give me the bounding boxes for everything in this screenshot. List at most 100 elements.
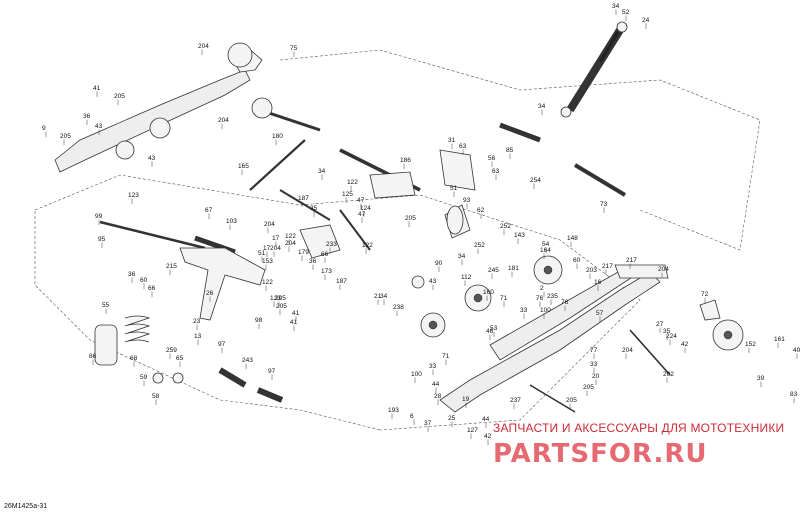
part-callout: 41 <box>290 319 298 331</box>
part-callout: 205 <box>405 215 416 227</box>
part-callout: 43 <box>148 155 156 167</box>
part-callout: 16 <box>594 279 602 291</box>
callout-number: 25 <box>448 415 456 422</box>
part-callout: 34 <box>380 293 388 305</box>
part-callout: 65 <box>176 355 184 367</box>
callout-number: 20 <box>592 373 600 380</box>
callout-number: 97 <box>268 368 276 375</box>
callout-number: 98 <box>255 317 263 324</box>
callout-number: 6 <box>410 413 414 420</box>
part-callout: 125 <box>342 191 353 203</box>
callout-number: 47 <box>358 211 366 218</box>
callout-number: 27 <box>656 321 664 328</box>
callout-number: 35 <box>663 328 671 335</box>
part-callout: 34 <box>318 168 326 180</box>
part-callout: 235 <box>547 293 558 305</box>
callout-number: 43 <box>95 123 103 130</box>
part-callout: 19 <box>462 396 470 408</box>
callout-number: 23 <box>193 318 201 325</box>
callout-number: 75 <box>290 45 298 52</box>
part-callout: 67 <box>205 207 213 219</box>
part-callout: 93 <box>463 197 471 209</box>
callout-number: 186 <box>400 157 411 164</box>
part-callout: 122 <box>262 279 273 291</box>
part-callout: 72 <box>701 291 709 303</box>
part-callout: 60 <box>140 277 148 289</box>
part-callout: 33 <box>520 307 528 319</box>
part-callout: 28 <box>434 393 442 405</box>
part-callout: 143 <box>514 232 525 244</box>
part-callout: 73 <box>600 201 608 213</box>
part-callout: 51 <box>258 250 266 262</box>
part-callout: 63 <box>459 143 467 155</box>
part-callout: 123 <box>128 192 139 204</box>
part-callout: 66 <box>321 251 329 263</box>
part-callout: 34 <box>612 3 620 15</box>
callout-number: 26 <box>206 290 214 297</box>
part-callout: 217 <box>626 257 637 269</box>
part-callout: 83 <box>790 391 798 403</box>
callout-number: 28 <box>434 393 442 400</box>
callout-number: 233 <box>326 241 337 248</box>
callout-number: 17 <box>272 235 280 242</box>
part-callout: 40 <box>793 347 800 359</box>
callout-number: 44 <box>482 416 490 423</box>
part-callout: 9 <box>42 125 47 137</box>
callout-number: 40 <box>793 347 800 354</box>
callout-number: 39 <box>757 375 765 382</box>
part-callout: 76 <box>536 295 544 307</box>
part-callout: 63 <box>492 168 500 180</box>
part-callout: 165 <box>238 163 249 175</box>
part-callout: 66 <box>148 285 156 297</box>
part-callout: 34 <box>458 253 466 265</box>
callout-number: 21 <box>374 293 382 300</box>
callout-number: 85 <box>506 147 514 154</box>
callout-number: 34 <box>612 3 620 10</box>
part-callout: 59 <box>140 374 148 386</box>
part-callout: 36 <box>309 258 317 270</box>
callout-number: 47 <box>357 197 365 204</box>
callout-number: 36 <box>309 258 317 265</box>
main-rail <box>439 264 721 413</box>
part-callout: 252 <box>474 242 485 254</box>
part-callout: 173 <box>321 268 332 280</box>
callout-number: 187 <box>336 278 347 285</box>
part-callout: 68 <box>130 355 138 367</box>
callout-number: 259 <box>166 347 177 354</box>
part-callout: 224 <box>666 333 677 345</box>
callout-number: 19 <box>462 396 470 403</box>
part-callout: 44 <box>482 416 490 428</box>
callout-number: 33 <box>520 307 528 314</box>
callout-number: 99 <box>95 213 103 220</box>
part-callout: 237 <box>510 397 521 409</box>
part-callout: 47 <box>358 211 366 223</box>
part-callout: 98 <box>255 317 263 329</box>
part-callout: 187 <box>298 195 309 207</box>
part-callout: 71 <box>442 353 450 365</box>
callout-number: 90 <box>435 260 443 267</box>
callout-number: 123 <box>270 295 281 302</box>
callout-number: 72 <box>701 291 709 298</box>
callout-number: 36 <box>83 113 91 120</box>
part-callout: 205 <box>275 295 286 307</box>
part-callout: 204 <box>658 266 669 278</box>
part-callout: 252 <box>500 223 511 235</box>
callout-number: 71 <box>500 295 508 302</box>
callout-number: 35 <box>310 205 318 212</box>
callout-number: 122 <box>285 233 296 240</box>
callout-number: 60 <box>573 257 581 264</box>
part-callout: 181 <box>508 265 519 277</box>
left-rail-assembly <box>54 42 263 173</box>
callout-number: 66 <box>148 285 156 292</box>
part-callout: 36 <box>83 113 91 125</box>
part-callout: 58 <box>152 393 160 405</box>
part-callout: 35 <box>310 205 318 217</box>
callout-number: 112 <box>461 274 472 281</box>
callout-number: 76 <box>536 295 544 302</box>
part-callout: 99 <box>95 213 103 225</box>
part-callout: 254 <box>530 177 541 189</box>
callout-number: 52 <box>622 9 630 16</box>
callout-number: 204 <box>622 347 633 354</box>
part-callout: 55 <box>102 302 110 314</box>
callout-number: 51 <box>258 250 266 257</box>
